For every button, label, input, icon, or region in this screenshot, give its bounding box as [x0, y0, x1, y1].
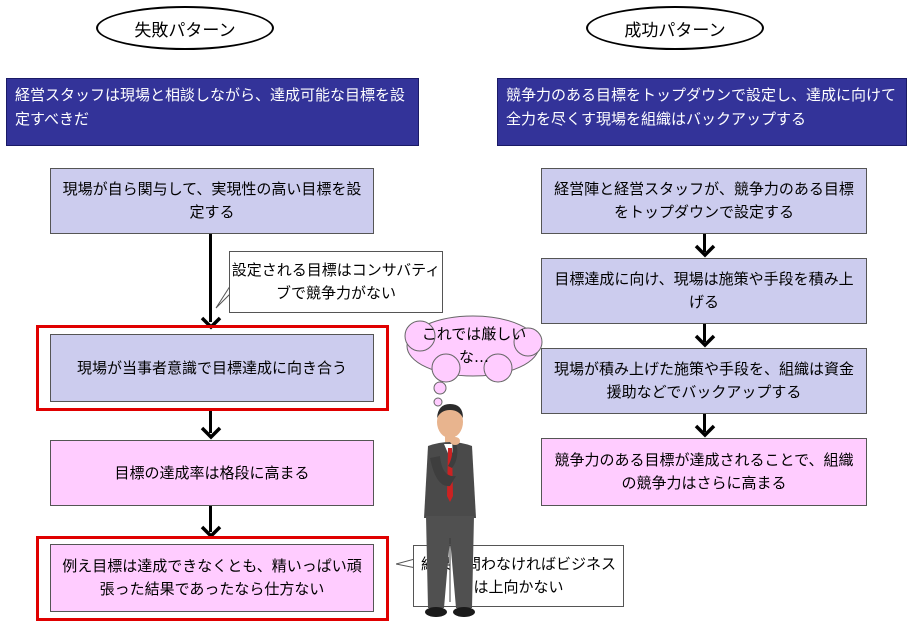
- failure-connector-3: [209, 506, 212, 532]
- success-connector-2: [703, 324, 706, 342]
- arrow-down-icon: [200, 426, 222, 440]
- failure-step-4: 例え目標は達成できなくとも、精いっぱい頑張った結果であったなら仕方ない: [50, 544, 374, 612]
- failure-step-2: 現場が当事者意識で目標達成に向き合う: [50, 334, 374, 402]
- failure-pattern-label: 失敗パターン: [96, 6, 274, 50]
- success-step-4: 競争力のある目標が達成されることで、組織の競争力はさらに高まる: [541, 438, 867, 506]
- thinking-businessman-icon: [424, 404, 476, 617]
- failure-step-1: 現場が自ら関与して、実現性の高い目標を設定する: [50, 168, 374, 234]
- failure-connector-2: [209, 411, 212, 433]
- failure-header: 経営スタッフは現場と相談しながら、達成可能な目標を設定すべきだ: [6, 78, 419, 146]
- success-step-3: 現場が積み上げた施策や手段を、組織は資金援助などでバックアップする: [541, 348, 867, 414]
- success-connector-3: [703, 414, 706, 432]
- failure-step-3: 目標の達成率は格段に高まる: [50, 440, 374, 506]
- failure-highlight-frame-1: [36, 325, 389, 411]
- arrow-down-icon: [694, 424, 716, 438]
- failure-connector-1: [209, 234, 212, 322]
- failure-highlight-frame-2: [36, 536, 389, 621]
- thought-bubble-icon: [404, 315, 543, 407]
- thought-bubble-text: これでは厳しいな…: [421, 325, 527, 366]
- success-pattern-label: 成功パターン: [586, 6, 764, 50]
- arrow-down-icon: [694, 334, 716, 348]
- success-header: 競争力のある目標をトップダウンで設定し、達成に向けて全力を尽くす現場を組織はバッ…: [497, 78, 907, 146]
- callout-conservative-target: 設定される目標はコンサバティブで競争力がない: [229, 251, 443, 313]
- success-connector-1: [703, 234, 706, 252]
- success-step-1: 経営陣と経営スタッフが、競争力のある目標をトップダウンで設定する: [541, 168, 867, 234]
- arrow-down-icon: [694, 244, 716, 258]
- success-step-2: 目標達成に向け、現場は施策や手段を積み上げる: [541, 258, 867, 324]
